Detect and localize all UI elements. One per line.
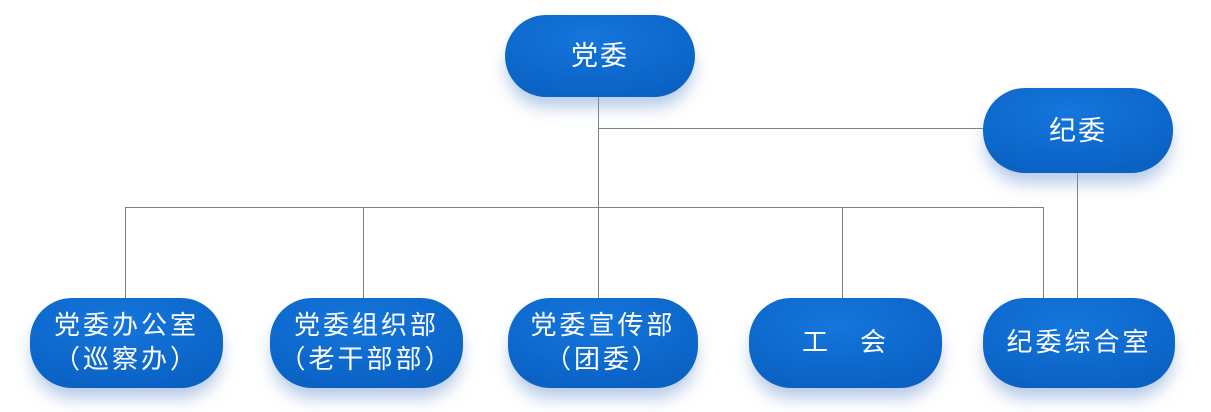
node-label: 纪委综合室 — [1006, 328, 1152, 357]
org-node-discipline-office: 纪委综合室 — [983, 298, 1175, 388]
node-label-line1: 党委组织部 — [293, 311, 439, 340]
org-node-party-committee: 党委 — [505, 15, 695, 97]
node-label: 纪委 — [1049, 115, 1107, 146]
org-node-labor-union: 工 会 — [749, 298, 942, 388]
connector-bus-horizontal — [125, 207, 1043, 208]
connector-drop-labor-union — [842, 207, 843, 298]
node-label-line2: （老干部部） — [279, 345, 454, 374]
connector-discipline-vertical — [1077, 173, 1078, 298]
node-label-line2: （团委） — [544, 345, 661, 374]
connector-drop-party-office — [125, 207, 126, 298]
node-label: 工 会 — [801, 328, 889, 357]
node-label-line1: 党委办公室 — [53, 311, 199, 340]
org-node-organization-dept: 党委组织部 （老干部部） — [270, 298, 463, 388]
connector-drop-organization — [363, 207, 364, 298]
connector-drop-discipline-office — [1043, 207, 1044, 298]
node-label: 党委 — [571, 41, 629, 71]
node-label-line2: （巡察办） — [53, 345, 199, 374]
node-label-line1: 党委宣传部 — [530, 311, 676, 340]
connector-root-vertical — [598, 97, 599, 298]
connector-root-to-discipline — [598, 128, 983, 129]
org-node-propaganda-dept: 党委宣传部 （团委） — [508, 298, 698, 388]
org-node-discipline-committee: 纪委 — [983, 88, 1173, 173]
org-node-party-office: 党委办公室 （巡察办） — [30, 298, 223, 388]
